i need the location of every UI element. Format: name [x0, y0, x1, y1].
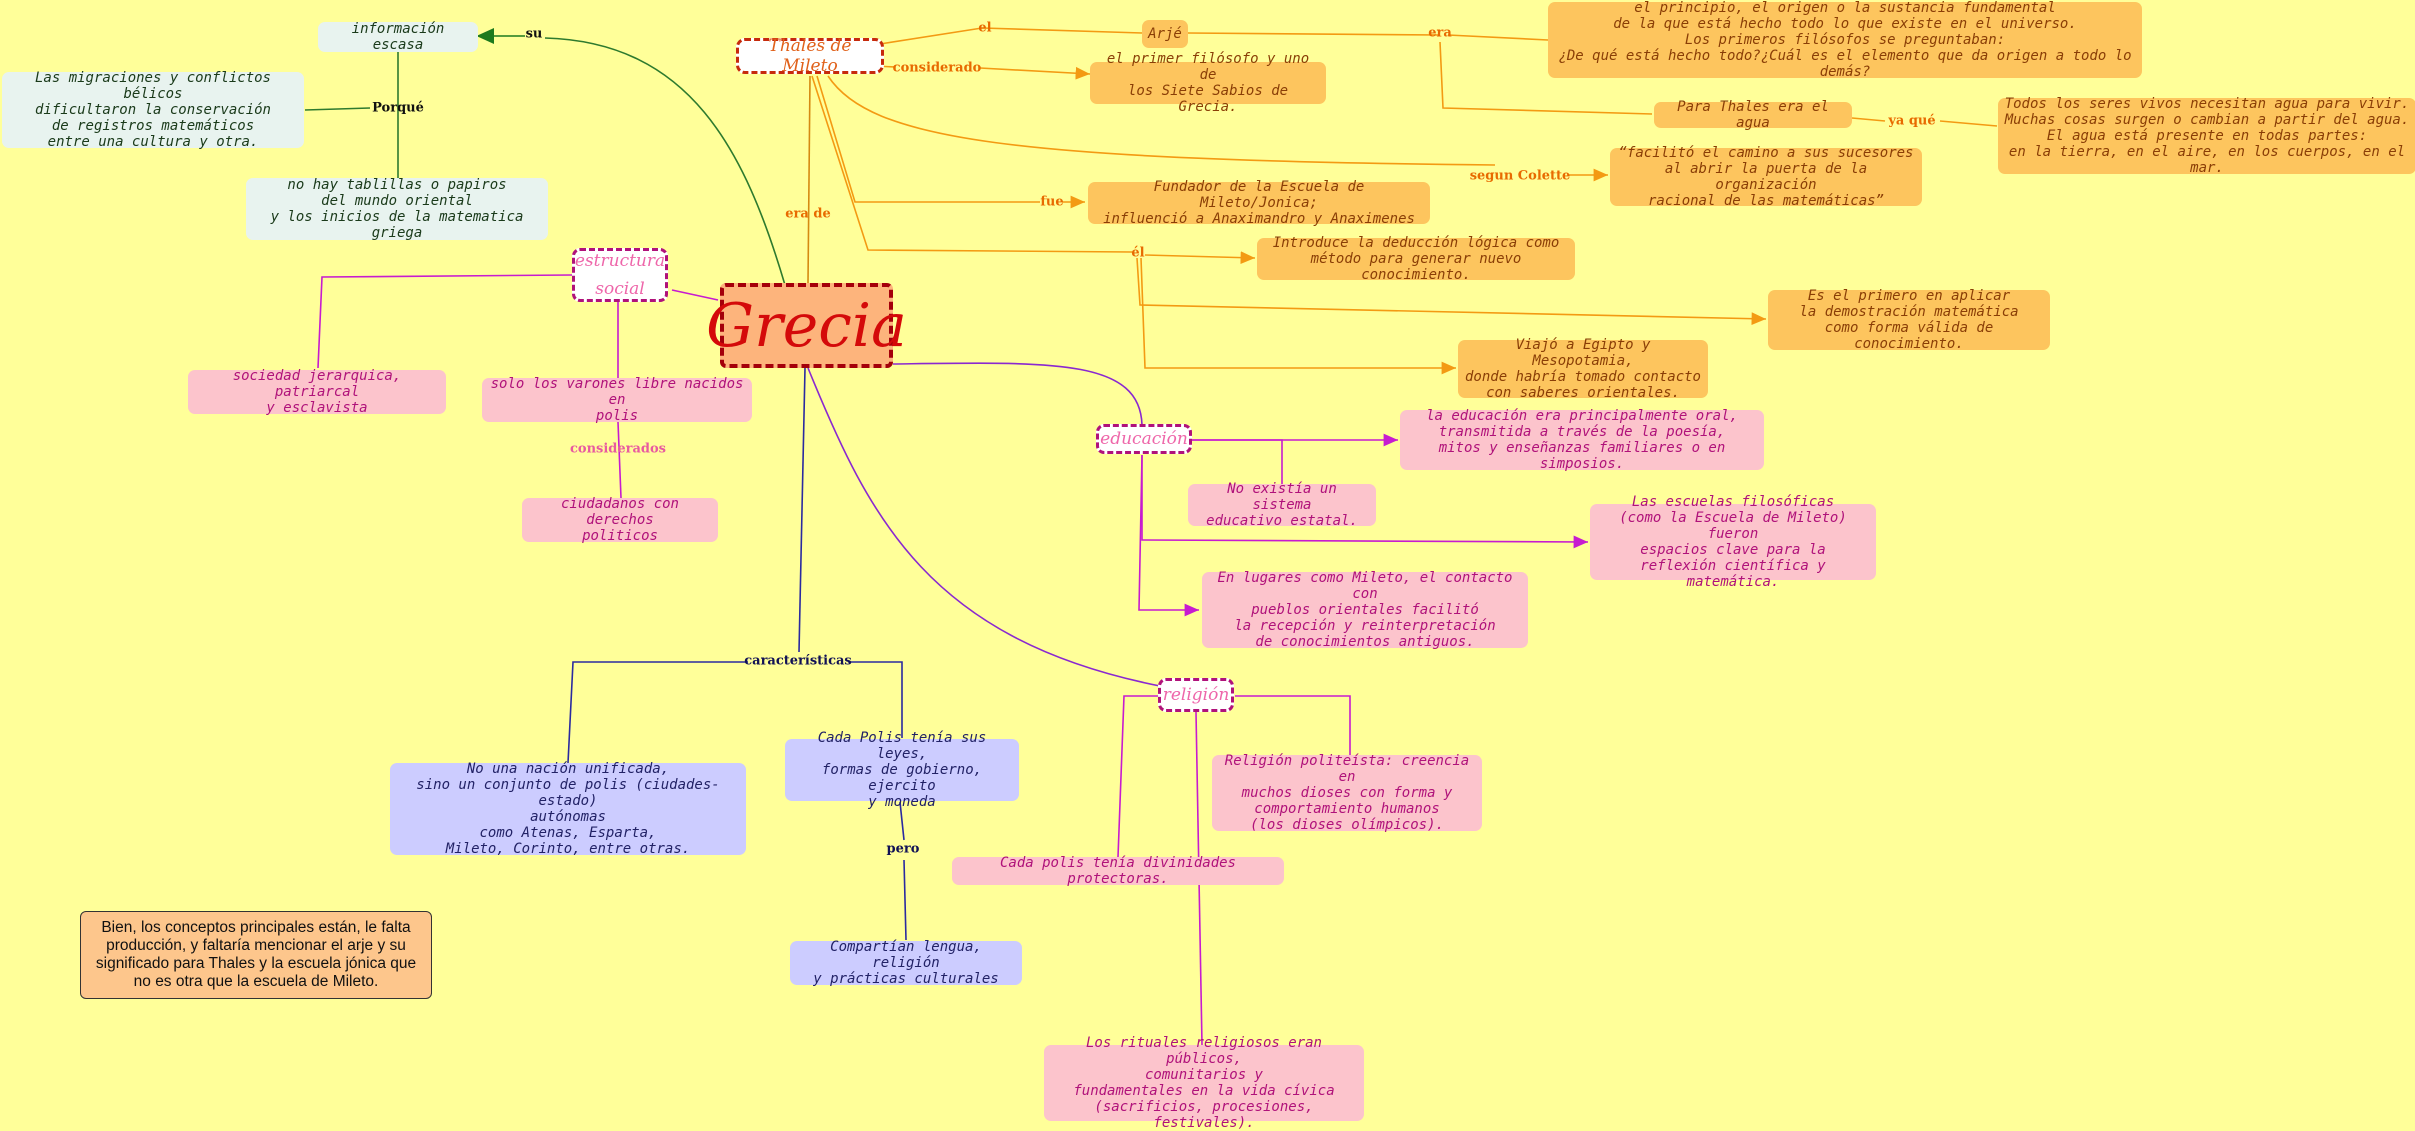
link-caracteristicas-nacion	[567, 661, 748, 764]
link-grecia-religion	[807, 367, 1161, 687]
node-egipto[interactable]: Viajó a Egipto y Mesopotamia, donde habr…	[1458, 337, 1708, 401]
link-arje-era	[1187, 32, 1441, 36]
node-educacion-oral[interactable]: la educación era principalmente oral, tr…	[1400, 408, 1764, 472]
link-religion-politeista	[1235, 695, 1351, 755]
hub-educacion[interactable]: educación	[1096, 424, 1192, 454]
node-demostracion[interactable]: Es el primero en aplicar la demostración…	[1768, 288, 2050, 352]
label-su: su	[525, 26, 543, 42]
label-fue: fue	[1040, 194, 1064, 210]
link-polis-pero	[899, 801, 905, 841]
link-estructura-jerarquica	[317, 274, 573, 369]
node-ciudadanos[interactable]: ciudadanos con derechos politicos	[522, 496, 718, 544]
link-agua-yaque	[1851, 117, 1886, 122]
node-arje[interactable]: Arjé	[1142, 20, 1188, 48]
link-varones-ciudadanos	[617, 421, 622, 499]
label-el-2: él	[1131, 245, 1145, 261]
comment-box[interactable]: Bien, los conceptos principales están, l…	[80, 911, 432, 999]
node-seres-vivos[interactable]: Todos los seres vivos necesitan agua par…	[1998, 96, 2415, 176]
label-el: el	[978, 20, 992, 36]
link-yaque-seres	[1939, 120, 1998, 127]
link-religion-divinidades	[1117, 695, 1158, 858]
link-era-agua	[1439, 41, 1653, 115]
node-migraciones[interactable]: Las migraciones y conflictos bélicos dif…	[2, 70, 304, 150]
node-mileto-contacto[interactable]: En lugares como Mileto, el contacto con …	[1202, 570, 1528, 650]
node-primer-filosofo[interactable]: el primer filósofo y uno de los Siete Sa…	[1090, 51, 1326, 115]
link-era-principio	[1447, 34, 1549, 41]
link-el-demostracion	[1136, 257, 1767, 326]
node-polis-leyes[interactable]: Cada Polis tenía sus leyes, formas de go…	[785, 730, 1019, 810]
node-fundador[interactable]: Fundador de la Escuela de Mileto/Jonica;…	[1088, 179, 1430, 227]
link-thales-arje	[879, 27, 1143, 45]
label-considerados: considerados	[569, 441, 667, 457]
hub-religion[interactable]: religión	[1158, 678, 1234, 712]
label-pero: pero	[886, 841, 920, 857]
link-considerado-filosofo	[979, 66, 1091, 80]
node-informacion-escasa[interactable]: información escasa	[318, 21, 478, 53]
hub-thales-de-mileto[interactable]: Thales de Mileto	[736, 36, 884, 76]
node-rituales[interactable]: Los rituales religiosos eran públicos, c…	[1044, 1035, 1364, 1131]
link-porque-migraciones	[304, 107, 371, 111]
link-thales-fue	[816, 75, 1040, 203]
link-el-deduccion	[1144, 251, 1256, 265]
link-el-egipto	[1140, 257, 1456, 375]
node-deduccion[interactable]: Introduce la deducción lógica como métod…	[1257, 235, 1575, 283]
link-grecia-estructura	[671, 289, 719, 301]
label-ya-que: ya qué	[1888, 113, 1936, 129]
link-caracteristicas-polis	[848, 661, 903, 738]
node-facilito[interactable]: “facilitó el camino a sus sucesores al a…	[1610, 145, 1922, 209]
hub-estructura-social[interactable]: estructura social	[572, 248, 668, 302]
node-varones[interactable]: solo los varones libre nacidos en polis	[482, 376, 752, 424]
link-grecia-educacion	[892, 362, 1143, 426]
label-era-de: era de	[785, 206, 831, 222]
link-grecia-caracteristicas	[798, 367, 806, 653]
link-grecia-su	[544, 37, 786, 286]
node-politeista[interactable]: Religión politeísta: creencia en muchos …	[1212, 753, 1482, 833]
node-nacion[interactable]: No una nación unificada, sino un conjunt…	[390, 761, 746, 857]
node-para-thales-agua[interactable]: Para Thales era el agua	[1654, 99, 1852, 131]
link-educacion-nosistema	[1192, 439, 1283, 484]
label-segun-colette: segun Colette	[1469, 168, 1571, 184]
center-node-grecia[interactable]: Grecia	[706, 283, 907, 368]
node-lengua[interactable]: Compartían lengua, religión y prácticas …	[790, 939, 1022, 987]
node-no-sistema[interactable]: No existía un sistema educativo estatal.	[1188, 481, 1376, 529]
link-grecia-thales	[807, 75, 811, 284]
node-divinidades[interactable]: Cada polis tenía divinidades protectoras…	[952, 855, 1284, 887]
link-thales-segun	[827, 75, 1496, 166]
label-era: era	[1428, 25, 1452, 41]
node-sociedad-jerarquica[interactable]: sociedad jerarquica, patriarcal y esclav…	[188, 368, 446, 416]
label-considerado: considerado	[892, 60, 982, 76]
link-pero-lengua	[903, 859, 907, 941]
label-porque: Porqué	[372, 100, 424, 116]
link-educacion-mileto	[1138, 454, 1199, 617]
link-thales-el	[811, 75, 1133, 253]
label-caracteristicas: características	[744, 653, 852, 669]
node-tablillas[interactable]: no hay tablillas o papiros del mundo ori…	[246, 177, 548, 241]
node-escuelas[interactable]: Las escuelas filosóficas (como la Escuel…	[1590, 494, 1876, 590]
node-principio[interactable]: el principio, el origen o la sustancia f…	[1548, 0, 2142, 80]
